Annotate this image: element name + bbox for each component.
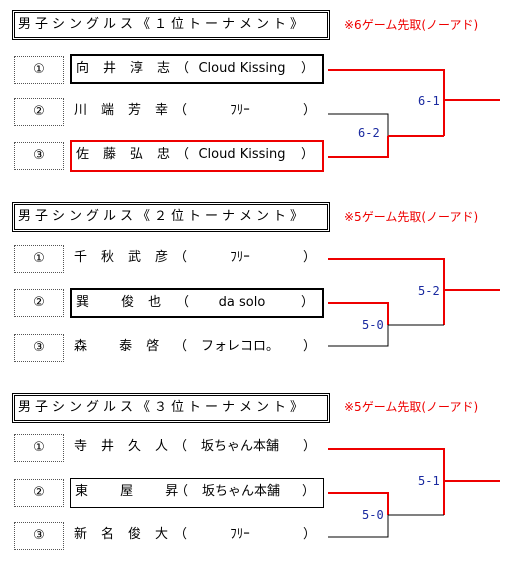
seed-1-3: ③ bbox=[14, 142, 64, 170]
bracket-3-p3-line bbox=[328, 515, 389, 538]
bracket-1-p3-line bbox=[328, 136, 389, 158]
tournament-2-note: ※5ゲーム先取(ノーアド) bbox=[344, 210, 479, 224]
player-row-2-3: 森 泰啓 （ フォレコロ。 ） bbox=[70, 334, 324, 362]
player-team: da solo bbox=[218, 295, 266, 310]
player-row-1-3: 佐藤弘忠 （ Cloud Kissing ） bbox=[70, 140, 324, 172]
tournament-2-title: 男子シングルス《２位トーナメント》 bbox=[12, 202, 330, 232]
player-name: 巽 俊也 bbox=[76, 295, 176, 310]
player-row-1-2: 川端芳幸 （ ﾌﾘｰ ） bbox=[70, 98, 324, 126]
player-team: ﾌﾘｰ bbox=[230, 527, 250, 542]
player-name: 新名俊大 bbox=[74, 527, 183, 542]
player-team: 坂ちゃん本舗 bbox=[200, 439, 279, 454]
score-3-semi: 5-0 bbox=[362, 508, 384, 522]
player-row-3-2: 東 屋 昇 （ 坂ちゃん本舗 ） bbox=[70, 478, 324, 508]
seed-2-3: ③ bbox=[14, 334, 64, 362]
player-team: ﾌﾘｰ bbox=[230, 250, 250, 265]
player-row-3-3: 新名俊大 （ ﾌﾘｰ ） bbox=[70, 522, 324, 550]
bracket-2-p2-line bbox=[328, 302, 389, 325]
player-team: Cloud Kissing bbox=[198, 147, 286, 162]
tournament-3-title: 男子シングルス《３位トーナメント》 bbox=[12, 393, 330, 423]
bracket-2-p3-line bbox=[328, 325, 389, 347]
seed-3-3: ③ bbox=[14, 522, 64, 550]
tournament-1-title: 男子シングルス《１位トーナメント》 bbox=[12, 10, 330, 40]
score-1-final: 6-1 bbox=[418, 94, 440, 108]
seed-1-2: ② bbox=[14, 98, 64, 126]
player-name: 東 屋 昇 bbox=[75, 484, 193, 499]
score-1-semi: 6-2 bbox=[358, 126, 380, 140]
bracket-1 bbox=[328, 69, 500, 158]
player-team: Cloud Kissing bbox=[198, 61, 286, 76]
score-3-final: 5-1 bbox=[418, 474, 440, 488]
tournament-3-note: ※5ゲーム先取(ノーアド) bbox=[344, 400, 479, 414]
player-name: 向井淳志 bbox=[76, 61, 185, 76]
seed-2-1: ① bbox=[14, 245, 64, 273]
bracket-1-p2-line bbox=[328, 113, 389, 136]
seed-3-2: ② bbox=[14, 479, 64, 507]
seed-1-1: ① bbox=[14, 56, 64, 84]
player-name: 川端芳幸 bbox=[74, 103, 183, 118]
player-row-3-1: 寺井久人 （ 坂ちゃん本舗 ） bbox=[70, 434, 324, 462]
player-name: 佐藤弘忠 bbox=[76, 147, 185, 162]
player-row-2-1: 千秋武彦 （ ﾌﾘｰ ） bbox=[70, 245, 324, 273]
player-team: ﾌﾘｰ bbox=[230, 103, 250, 118]
bracket-3 bbox=[328, 448, 500, 538]
player-name: 千秋武彦 bbox=[74, 250, 183, 265]
player-name: 寺井久人 bbox=[74, 439, 183, 454]
player-team: 坂ちゃん本舗 bbox=[201, 484, 280, 499]
player-team: フォレコロ。 bbox=[200, 339, 279, 354]
bracket-1-top-line bbox=[328, 69, 445, 136]
score-2-final: 5-2 bbox=[418, 284, 440, 298]
bracket-3-p2-line bbox=[328, 492, 389, 515]
player-row-2-2: 巽 俊也 （ da solo ） bbox=[70, 288, 324, 318]
player-row-1-1: 向井淳志 （ Cloud Kissing ） bbox=[70, 54, 324, 84]
tournament-1-note: ※6ゲーム先取(ノーアド) bbox=[344, 18, 479, 32]
bracket-3-top-line bbox=[328, 448, 445, 515]
seed-2-2: ② bbox=[14, 289, 64, 317]
bracket-2-top-line bbox=[328, 258, 445, 325]
score-2-semi: 5-0 bbox=[362, 318, 384, 332]
seed-3-1: ① bbox=[14, 434, 64, 462]
player-name: 森 泰啓 bbox=[74, 339, 174, 354]
bracket-2 bbox=[328, 258, 500, 347]
